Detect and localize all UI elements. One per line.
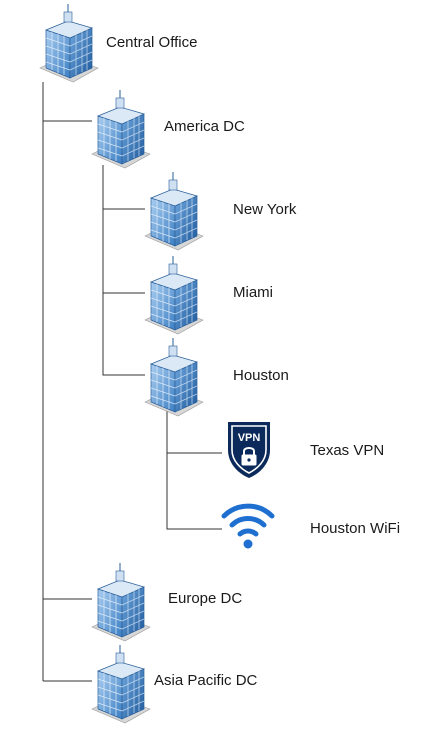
node-label-asia-pacific-dc: Asia Pacific DC [154,672,258,689]
office-building-icon [91,644,151,724]
office-building-icon [91,562,151,642]
node-label-houston-wifi: Houston WiFi [310,520,401,537]
vpn-shield-icon: VPN [228,422,270,478]
node-label-texas-vpn: Texas VPN [310,442,385,459]
office-building-icon [144,255,204,335]
node-label-miami: Miami [233,284,273,301]
office-building-icon [39,3,99,83]
node-label-america-dc: America DC [164,118,245,135]
office-building-icon [144,337,204,417]
node-label-new-york: New York [233,201,297,218]
office-building-icon [91,89,151,169]
node-label-central-office: Central Office [106,34,198,51]
edge-houston-trunk [166,410,222,530]
connector-lines [42,82,222,682]
node-label-europe-dc: Europe DC [168,590,243,607]
edge-central-america [42,82,92,122]
vpn-badge-text: VPN [238,432,261,444]
node-label-houston: Houston [233,367,289,384]
wifi-icon [221,503,275,549]
office-building-icon [144,171,204,251]
edge-america-trunk [102,165,145,376]
